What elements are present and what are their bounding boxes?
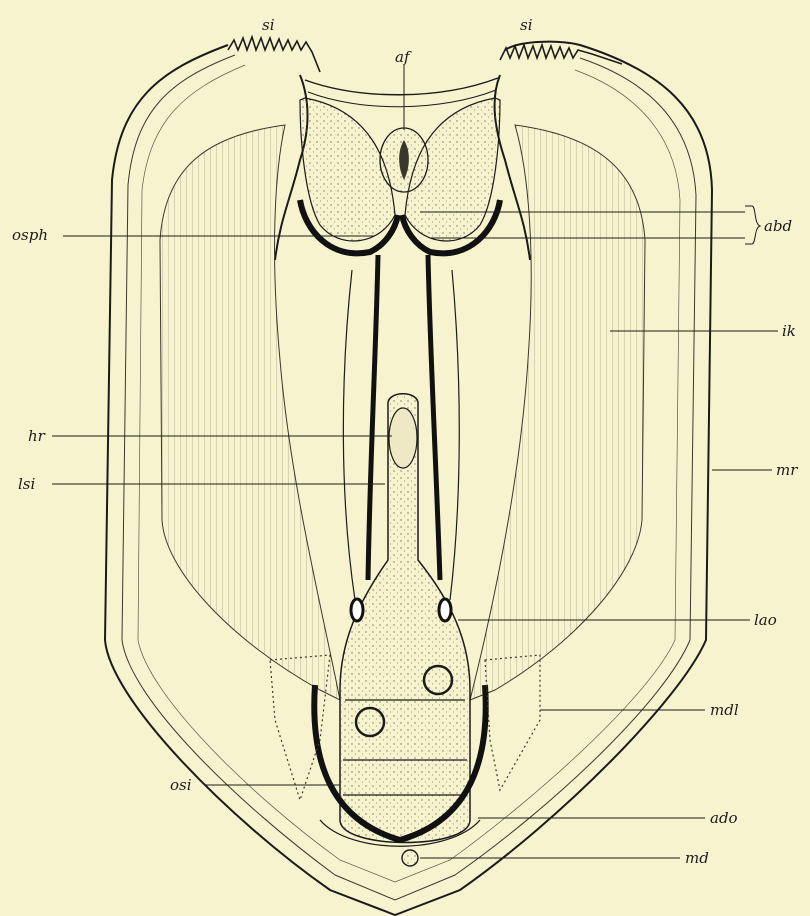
- lateral-channel-left: [343, 270, 355, 600]
- label-si-left: si: [262, 16, 275, 34]
- lateral-opening-right: [439, 599, 451, 621]
- label-hr: hr: [28, 427, 46, 445]
- label-ik: ik: [782, 322, 796, 340]
- label-abd: abd: [764, 217, 792, 235]
- abd-bracket: [745, 206, 760, 244]
- label-osph: osph: [12, 226, 48, 244]
- ganglion: [402, 850, 418, 866]
- label-af: af: [395, 48, 412, 66]
- body-stalk-left: [368, 255, 378, 580]
- heart-region: [389, 408, 417, 468]
- siphon-fringe-right: [500, 45, 622, 64]
- label-si-right: si: [520, 16, 533, 34]
- label-lsi: lsi: [18, 475, 35, 493]
- siphon-top-arc-2: [308, 90, 496, 107]
- body-stalk-right: [428, 255, 440, 580]
- siphon-top-arc: [305, 78, 498, 95]
- label-ado: ado: [710, 809, 738, 827]
- label-mr: mr: [776, 461, 798, 479]
- label-lao: lao: [754, 611, 777, 629]
- lateral-channel-right: [450, 270, 459, 600]
- gill-left: [160, 125, 340, 700]
- siphon-fringe-left: [228, 37, 320, 72]
- label-md: md: [685, 849, 709, 867]
- label-osi: osi: [170, 776, 192, 794]
- label-mdl: mdl: [710, 701, 739, 719]
- lateral-opening-left: [351, 599, 363, 621]
